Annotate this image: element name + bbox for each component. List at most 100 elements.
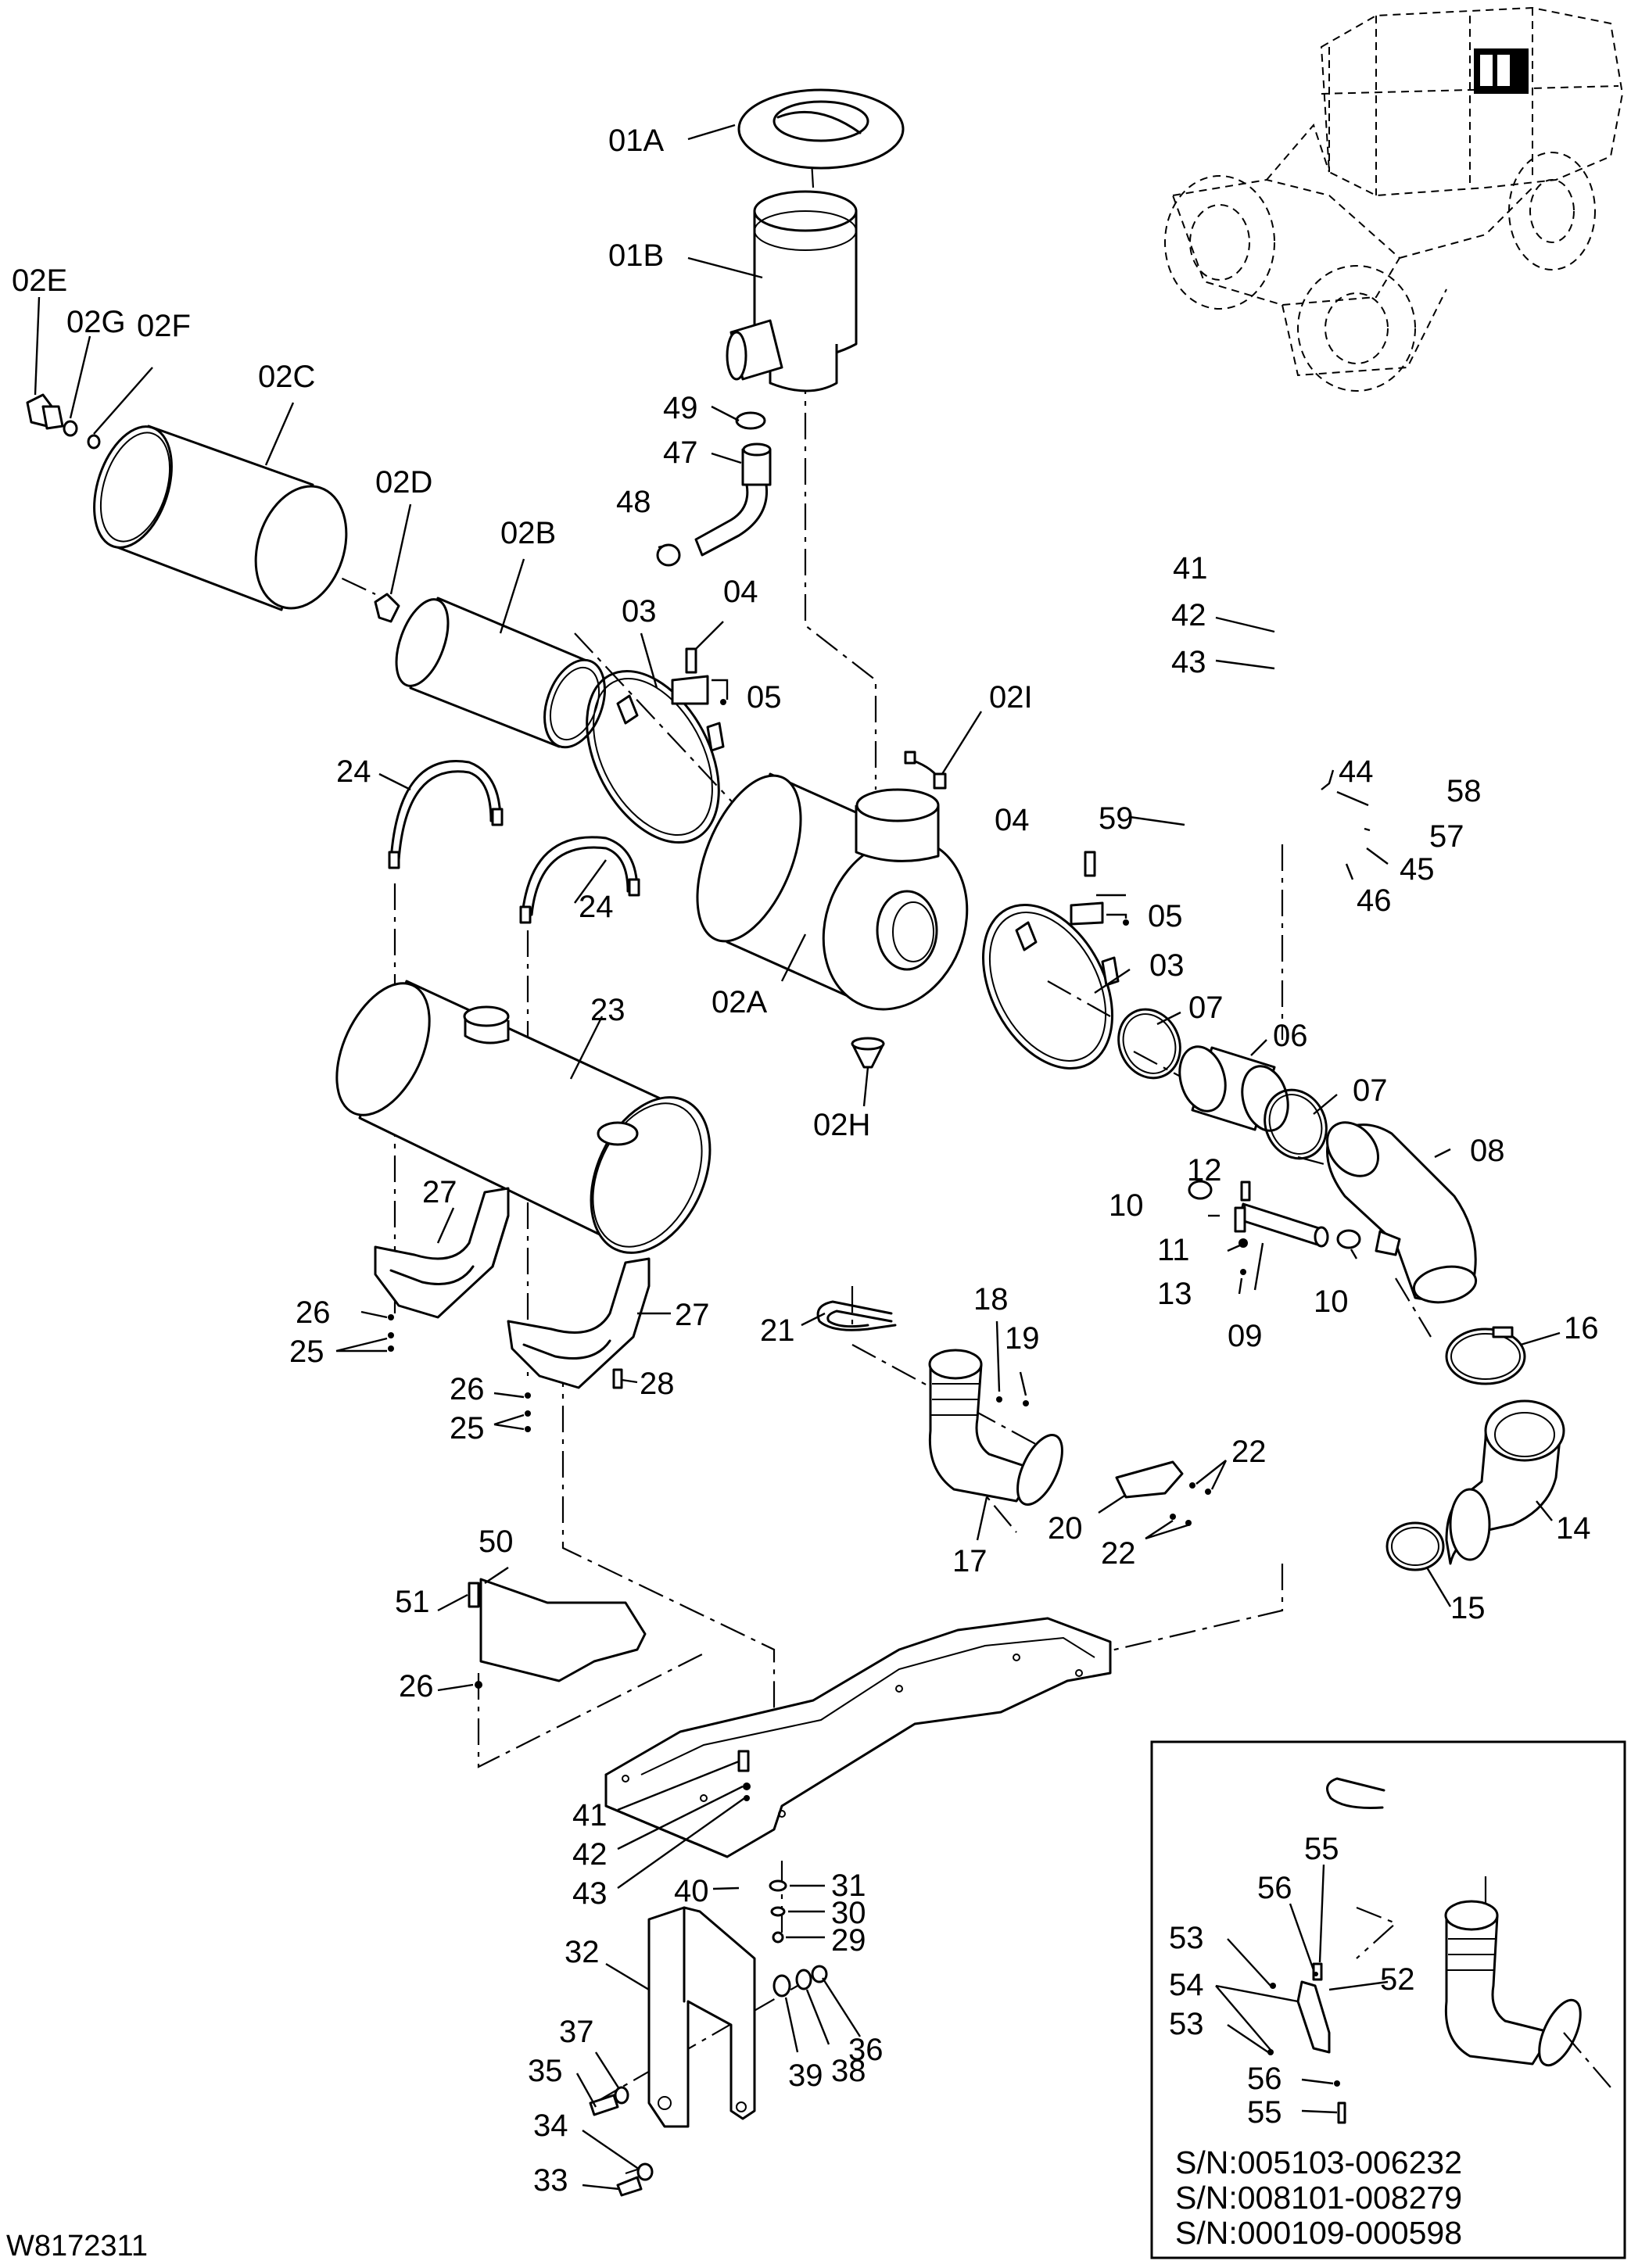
part-14-elbow xyxy=(1445,1399,1565,1565)
label-26b: 26 xyxy=(450,1372,485,1406)
part-08-elbow-hose xyxy=(1325,1121,1478,1304)
part-07-hose-clamp-b xyxy=(1264,1088,1328,1160)
label-01A: 01A xyxy=(608,124,664,158)
part-02I-restriction-indicator xyxy=(904,751,947,790)
label-13: 13 xyxy=(1157,1277,1192,1311)
label-38: 38 xyxy=(831,2054,866,2088)
part-27-bracket xyxy=(374,1187,510,1319)
label-51: 51 xyxy=(395,1585,430,1619)
part-02F-washer xyxy=(87,434,101,450)
label-16: 16 xyxy=(1564,1311,1599,1345)
label-04b: 04 xyxy=(995,803,1030,837)
part-05-nut xyxy=(720,699,726,705)
drawing-number: W8172311 xyxy=(6,2230,148,2263)
label-06: 06 xyxy=(1273,1019,1308,1053)
part-06-hose xyxy=(1178,1045,1289,1132)
label-39: 39 xyxy=(788,2058,823,2093)
label-41a: 41 xyxy=(1173,551,1208,586)
part-02E-wing-nut xyxy=(26,393,64,430)
label-25b: 25 xyxy=(450,1411,485,1446)
label-28: 28 xyxy=(640,1367,675,1401)
serial-number-1: S/N:005103-006232 xyxy=(1175,2144,1462,2180)
label-02C: 02C xyxy=(258,360,315,394)
part-02H-vacuator-valve xyxy=(851,1037,885,1069)
part-25-26-fasteners xyxy=(388,1314,623,1432)
label-47: 47 xyxy=(663,435,698,470)
label-55b: 55 xyxy=(1247,2095,1282,2130)
part-01B-precleaner xyxy=(726,190,858,392)
label-35: 35 xyxy=(528,2054,563,2088)
label-54: 54 xyxy=(1169,1968,1204,2002)
label-30: 30 xyxy=(831,1896,866,1930)
label-56a: 56 xyxy=(1257,1871,1292,1905)
part-29-30-31-fasteners xyxy=(769,1879,787,1944)
part-03-mounting-band-b xyxy=(982,901,1120,1070)
label-43a: 43 xyxy=(1171,645,1206,679)
label-01B: 01B xyxy=(608,238,664,273)
label-44: 44 xyxy=(1339,754,1374,789)
part-09-vent-tube xyxy=(1234,1202,1329,1248)
serial-number-list: S/N:005103-006232 S/N:008101-008279 S/N:… xyxy=(1175,2144,1462,2251)
part-callout-labels: 01A 01B 02E 02G 02F 02C 02D 02B 49 47 48… xyxy=(12,124,1599,2198)
label-10a: 10 xyxy=(1109,1188,1144,1223)
label-58: 58 xyxy=(1446,774,1482,808)
part-33-34-bolt xyxy=(616,2162,654,2197)
part-10-clamp xyxy=(1188,1180,1361,1249)
label-03a: 03 xyxy=(622,594,657,629)
alternate-serial-inset xyxy=(1150,1740,1626,2259)
label-14: 14 xyxy=(1556,1511,1591,1546)
label-57: 57 xyxy=(1429,819,1464,854)
part-02C-primary-element xyxy=(93,425,348,611)
label-08: 08 xyxy=(1470,1134,1505,1168)
label-09: 09 xyxy=(1228,1319,1263,1353)
part-05-nut-b xyxy=(1123,919,1129,926)
label-07a: 07 xyxy=(1188,991,1224,1025)
label-34: 34 xyxy=(533,2109,568,2143)
label-02B: 02B xyxy=(500,516,556,550)
label-24b: 24 xyxy=(579,890,614,924)
label-24a: 24 xyxy=(336,754,371,789)
label-56b: 56 xyxy=(1247,2062,1282,2096)
part-47-hose xyxy=(741,442,772,486)
part-02G-washer xyxy=(63,420,78,437)
label-04a: 04 xyxy=(723,575,758,609)
label-19: 19 xyxy=(1005,1321,1040,1356)
part-02B-safety-element xyxy=(395,597,606,749)
label-52: 52 xyxy=(1380,1962,1415,1997)
label-27a: 27 xyxy=(422,1175,457,1209)
label-45: 45 xyxy=(1400,852,1435,887)
label-20: 20 xyxy=(1048,1511,1083,1546)
label-02H: 02H xyxy=(813,1108,870,1142)
serial-number-2: S/N:008101-008279 xyxy=(1175,2180,1462,2216)
label-26a: 26 xyxy=(296,1295,331,1330)
label-33: 33 xyxy=(533,2163,568,2198)
part-02D-wing-nut xyxy=(374,593,400,623)
label-36: 36 xyxy=(848,2033,884,2067)
part-04-bolt-b xyxy=(1084,851,1096,877)
part-02A-air-cleaner-housing xyxy=(696,772,969,1011)
label-12: 12 xyxy=(1187,1153,1222,1188)
label-02D: 02D xyxy=(375,465,432,500)
part-36-38-39-fasteners xyxy=(772,1965,828,1997)
label-55a: 55 xyxy=(1304,1832,1339,1866)
label-07b: 07 xyxy=(1353,1073,1388,1108)
part-23-tank xyxy=(335,980,712,1254)
air-cleaner-highlight xyxy=(1474,48,1529,94)
serial-number-3: S/N:000109-000598 xyxy=(1175,2215,1462,2251)
part-40-base-plate xyxy=(604,1617,1112,1858)
label-37: 37 xyxy=(559,2015,594,2049)
label-27b: 27 xyxy=(675,1298,710,1332)
label-53b: 53 xyxy=(1169,2007,1204,2041)
label-25a: 25 xyxy=(289,1335,324,1369)
part-21-u-bolt xyxy=(816,1300,897,1331)
label-26c: 26 xyxy=(399,1669,434,1704)
label-29: 29 xyxy=(831,1923,866,1958)
label-18: 18 xyxy=(973,1282,1009,1317)
label-11: 11 xyxy=(1157,1233,1190,1267)
part-24-strap-b xyxy=(519,836,640,924)
part-20-bracket xyxy=(1115,1460,1211,1526)
label-15: 15 xyxy=(1450,1591,1486,1625)
label-22b: 22 xyxy=(1101,1536,1136,1571)
part-15-hose-clamp xyxy=(1385,1521,1445,1571)
label-02A: 02A xyxy=(712,985,767,1019)
